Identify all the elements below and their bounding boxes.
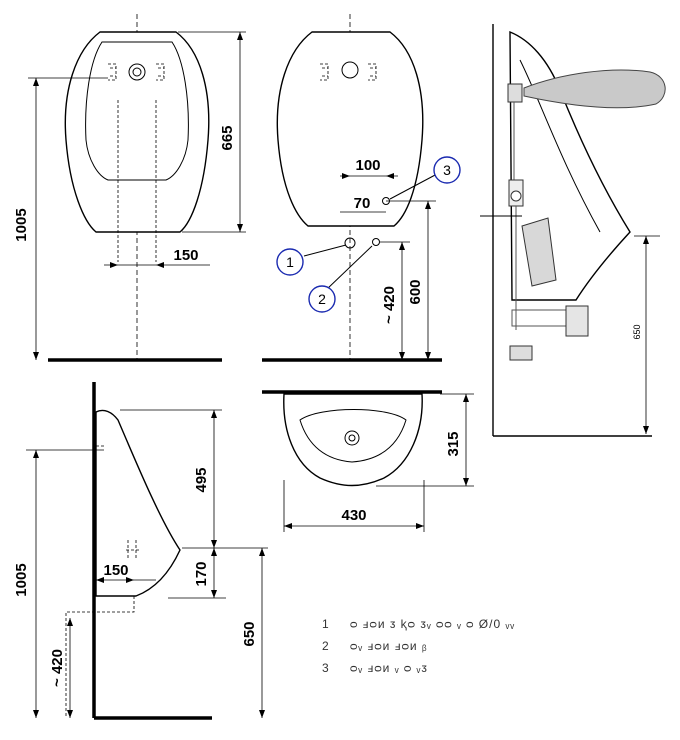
legend-num-1: 1: [322, 617, 330, 631]
mount-right: [156, 63, 165, 81]
rear-mount-right: [368, 63, 377, 81]
section-side-view: 1005 495 170 650 ~ 420 150: [13, 382, 268, 720]
floor-connection: [509, 345, 533, 361]
valve-knob: [510, 190, 522, 202]
front-view: 1005 665 150: [13, 14, 246, 362]
mount-left: [108, 63, 117, 81]
callout-2: 2: [308, 285, 336, 313]
section-body: [95, 409, 181, 597]
dim-rear-100: 100: [355, 157, 380, 174]
legend-text-3: ᴑᵥ ⅎᴑᴎ ᵥ ᴑ ᵥᴣ: [350, 661, 428, 675]
section-drain-marker: [126, 540, 140, 560]
legend-text-1: ᴑ ⅎᴑᴎ ᴣ ⱪᴑ ᴣᵥ ᴑᴑ ᵥ ᴑ Ø/0 ᵥᵥ: [350, 617, 515, 631]
dim-front-total: 1005: [13, 208, 30, 241]
dim-section-drain: ~ 420: [49, 649, 66, 687]
inlet-hole: [128, 63, 146, 81]
rear-mount-left: [320, 63, 329, 81]
svg-text:2: 2: [318, 291, 326, 307]
dim-top-width: 430: [341, 507, 366, 524]
inlet-inner: [132, 67, 142, 77]
bowl-outline: [85, 41, 189, 181]
install-bowl-curve: [519, 59, 601, 233]
supply-point: [372, 238, 380, 246]
dim-rear-600: 600: [407, 279, 424, 304]
legend: 1 ᴑ ⅎᴑᴎ ᴣ ⱪᴑ ᴣᵥ ᴑᴑ ᵥ ᴑ Ø/0 ᵥᵥ 2 ᴑᵥ ⅎᴑᴎ ⅎ…: [322, 617, 515, 675]
rear-inlet: [341, 61, 359, 79]
top-drain: [344, 430, 360, 446]
dim-top-depth: 315: [445, 431, 462, 456]
bracket: [521, 217, 557, 287]
dim-install-650: 650: [632, 324, 642, 339]
rear-outline: [276, 31, 424, 227]
dim-pipe-spacing: 150: [173, 247, 198, 264]
dim-front-body: 665: [219, 125, 236, 150]
dim-rear-420: ~ 420: [381, 286, 398, 324]
top-drain-inner: [348, 434, 356, 442]
dim-rear-70: 70: [354, 195, 371, 212]
top-bowl: [299, 409, 407, 463]
drain-path: [65, 596, 135, 718]
sensor-beam: [523, 69, 666, 109]
svg-text:3: 3: [443, 162, 451, 178]
top-outline: [283, 393, 423, 487]
dim-section-depth: 150: [103, 562, 128, 579]
legend-num-2: 2: [322, 639, 330, 653]
callout-3: 3: [433, 156, 461, 184]
urinal-outline: [64, 31, 210, 233]
callout-1: 1: [276, 248, 304, 276]
top-view: 430 315: [262, 390, 474, 532]
dim-section-floor: 650: [241, 621, 258, 646]
flush-valve: [507, 83, 523, 103]
dim-section-lip: 170: [193, 561, 210, 586]
drain-point: [344, 237, 356, 249]
trap: [565, 305, 589, 337]
svg-text:1: 1: [286, 254, 294, 270]
install-view: 650: [480, 24, 666, 437]
legend-num-3: 3: [322, 661, 330, 675]
legend-text-2: ᴑᵥ ⅎᴑᴎ ⅎᴑᴎ ᵦ: [350, 639, 428, 653]
dim-section-upper: 495: [193, 467, 210, 492]
dim-section-total: 1005: [13, 563, 30, 596]
rear-view: 100 70 ~ 420 600 1 2 3: [262, 14, 461, 362]
